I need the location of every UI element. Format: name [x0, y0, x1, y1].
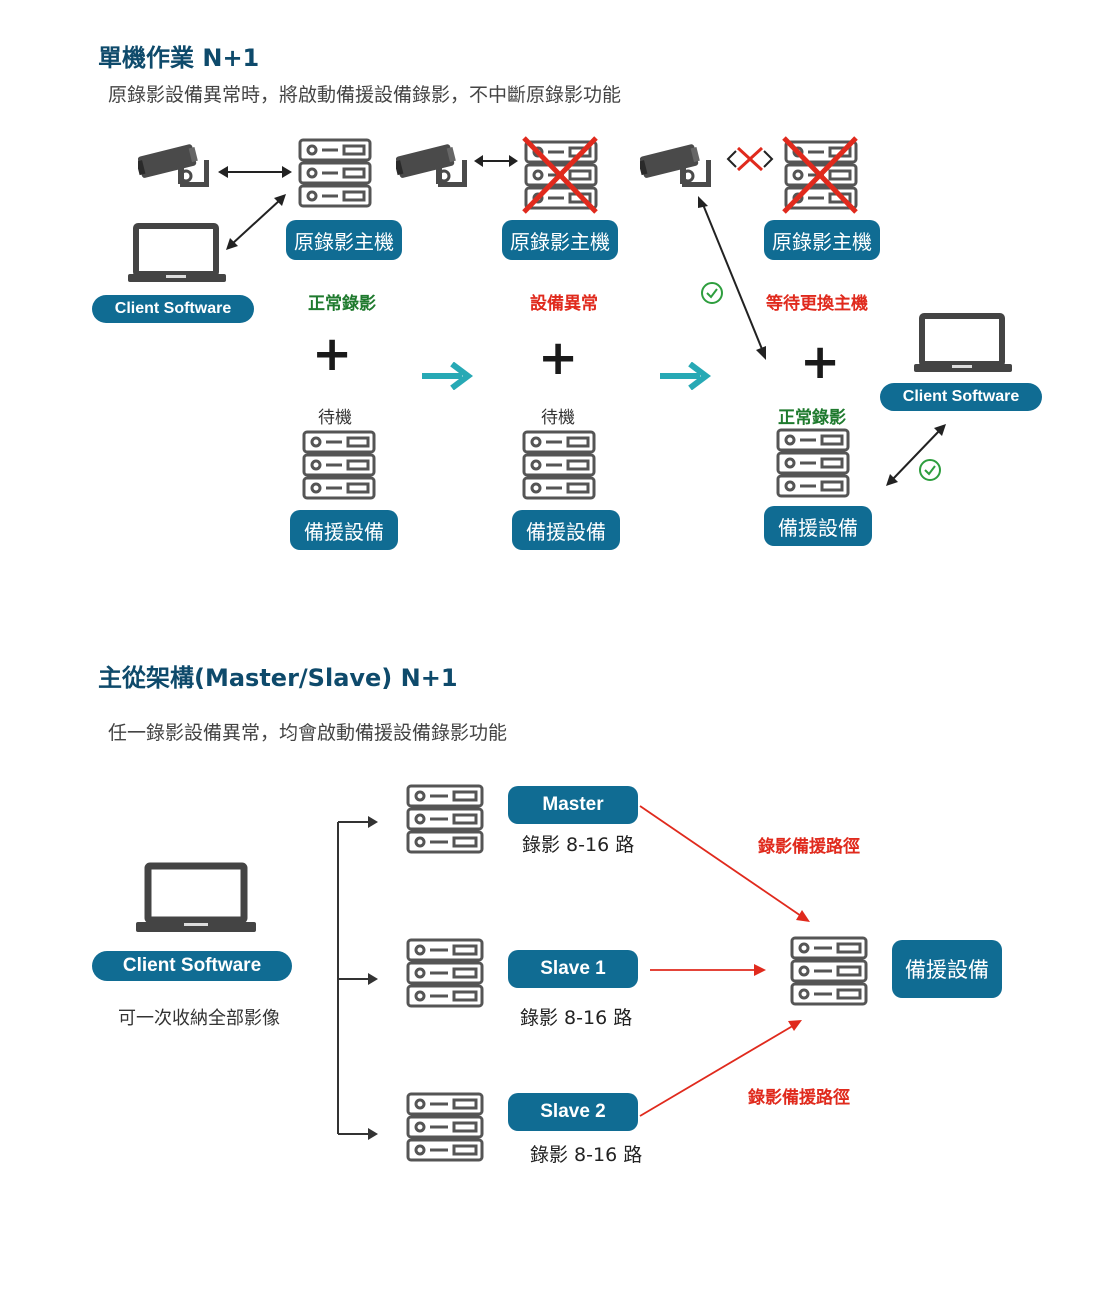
server-icon: [302, 430, 376, 500]
server-icon: [406, 938, 484, 1008]
plus-icon: +: [312, 326, 353, 382]
distribution-connector: [337, 816, 378, 1140]
slave1-badge: Slave 1: [508, 950, 638, 988]
stage3-status: 等待更換主機: [766, 294, 868, 314]
section1-subtitle: 原錄影設備異常時，將啟動備援設備錄影，不中斷原錄影功能: [108, 84, 622, 106]
server-icon: [522, 430, 596, 500]
master-record-count: 錄影 8-16 路: [522, 834, 635, 856]
link-arrow-icon: [474, 155, 518, 167]
client-software-badge: Client Software: [92, 295, 254, 323]
server-icon: [298, 138, 372, 208]
next-stage-arrow-icon: [660, 362, 711, 390]
client-note: 可一次收納全部影像: [118, 1008, 280, 1029]
client-software-badge: Client Software: [880, 383, 1042, 411]
master-badge: Master: [508, 786, 638, 824]
server-icon: [790, 936, 868, 1006]
link-arrow-icon: [218, 166, 292, 178]
slave2-badge: Slave 2: [508, 1093, 638, 1131]
client-software-badge: Client Software: [92, 951, 292, 981]
server-icon: [776, 428, 850, 498]
stage3-backup-status: 正常錄影: [778, 408, 846, 428]
link-arrow-icon: [226, 194, 286, 250]
laptop-icon: [914, 313, 1012, 372]
backup-path-label-top: 錄影備援路徑: [758, 837, 860, 857]
stage2-status: 設備異常: [530, 294, 598, 314]
backup-device-badge: 備援設備: [512, 510, 620, 550]
section2-subtitle: 任一錄影設備異常，均會啟動備援設備錄影功能: [108, 722, 508, 744]
backup-device-badge: 備援設備: [892, 940, 1002, 998]
check-icon: [701, 282, 723, 304]
camera-icon: [640, 144, 711, 187]
server-icon: [406, 1092, 484, 1162]
next-stage-arrow-icon: [422, 362, 473, 390]
server-icon: [406, 784, 484, 854]
slave1-record-count: 錄影 8-16 路: [520, 1007, 633, 1029]
laptop-icon: [128, 223, 226, 282]
section1-title: 單機作業 N+1: [98, 44, 260, 72]
section2-title: 主從架構(Master/Slave) N+1: [98, 664, 458, 692]
failed-server-icon: [782, 136, 858, 214]
plus-icon: +: [800, 334, 841, 390]
backup-device-badge: 備援設備: [290, 510, 398, 550]
camera-icon: [396, 144, 467, 187]
broken-link-icon: [726, 146, 774, 172]
check-icon: [919, 459, 941, 481]
link-arrow-icon: [886, 424, 946, 486]
backup-path-label-bottom: 錄影備援路徑: [748, 1088, 850, 1108]
stage2-standby: 待機: [541, 408, 575, 428]
slave2-record-count: 錄影 8-16 路: [530, 1144, 643, 1166]
stage1-status: 正常錄影: [308, 294, 376, 314]
plus-icon: +: [538, 330, 579, 386]
stage1-standby: 待機: [318, 408, 352, 428]
original-host-badge: 原錄影主機: [286, 220, 402, 260]
failover-link-arrow-icon: [698, 196, 766, 360]
failover-paths: [639, 805, 810, 1117]
original-host-badge: 原錄影主機: [764, 220, 880, 260]
original-host-badge: 原錄影主機: [502, 220, 618, 260]
camera-icon: [138, 144, 209, 187]
backup-device-badge: 備援設備: [764, 506, 872, 546]
failed-server-icon: [522, 136, 598, 214]
laptop-icon: [136, 862, 256, 932]
